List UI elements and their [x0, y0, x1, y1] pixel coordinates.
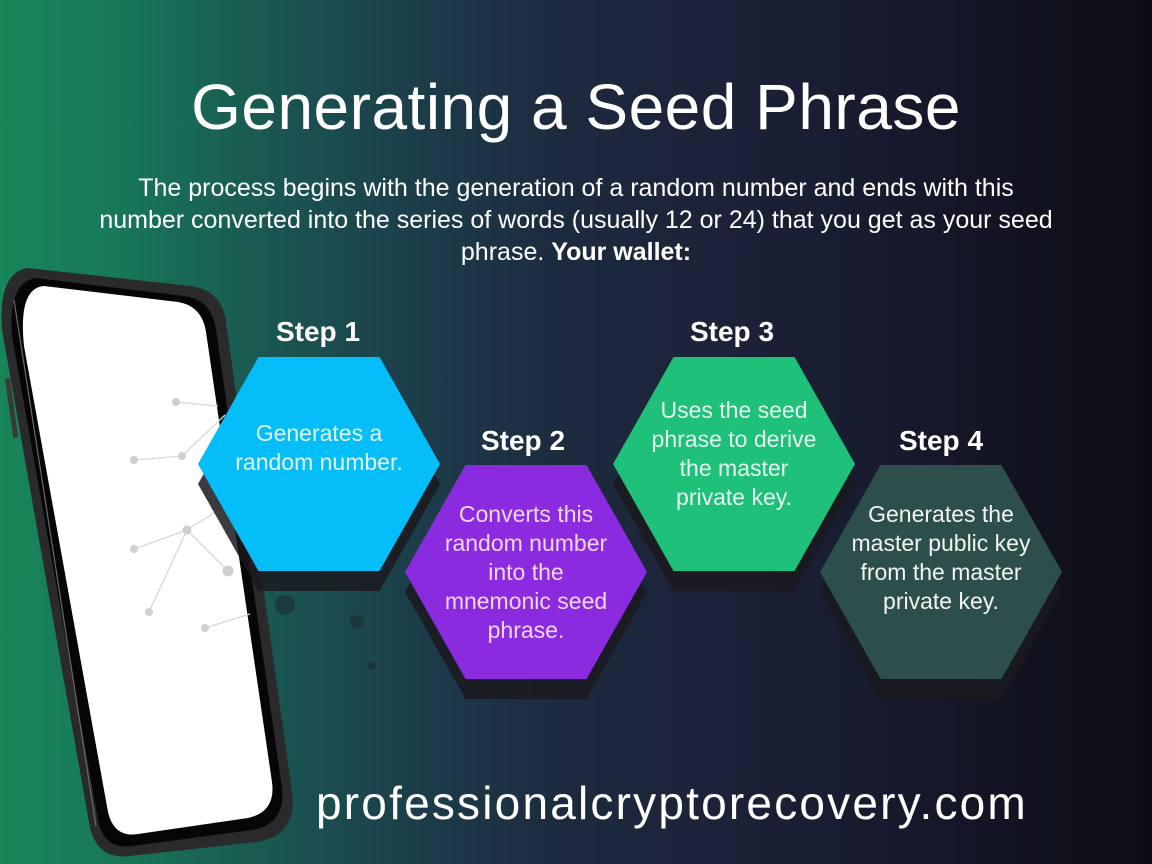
step-3-hexagon: Uses the seed phrase to derive the maste…	[613, 357, 855, 591]
intro-bold-text: Your wallet:	[551, 238, 692, 266]
step-3-label: Step 3	[689, 316, 775, 347]
step-4-text: Generates the master public key from the…	[851, 501, 1031, 614]
step-4-label: Step 4	[898, 425, 984, 456]
step-2-text: Converts this random number into the mne…	[444, 501, 608, 643]
background-dot	[350, 615, 364, 629]
background-dot	[368, 662, 376, 670]
step-2-hexagon: Converts this random number into the mne…	[405, 465, 647, 699]
intro-text: The process begins with the generation o…	[99, 174, 1053, 266]
step-1-hexagon: Generates a random number.	[198, 357, 440, 591]
background-dot	[275, 595, 295, 615]
intro-paragraph: The process begins with the generation o…	[96, 172, 1056, 268]
step-1-text: Generates a random number.	[235, 420, 403, 475]
website-url: professionalcryptorecovery.com	[316, 777, 1028, 829]
step-4-hexagon: Generates the master public key from the…	[820, 465, 1062, 699]
page-title: Generating a Seed Phrase	[191, 71, 961, 143]
step-2-label: Step 2	[480, 425, 566, 456]
step-3-text: Uses the seed phrase to derive the maste…	[651, 397, 817, 510]
step-1-label: Step 1	[275, 316, 361, 347]
